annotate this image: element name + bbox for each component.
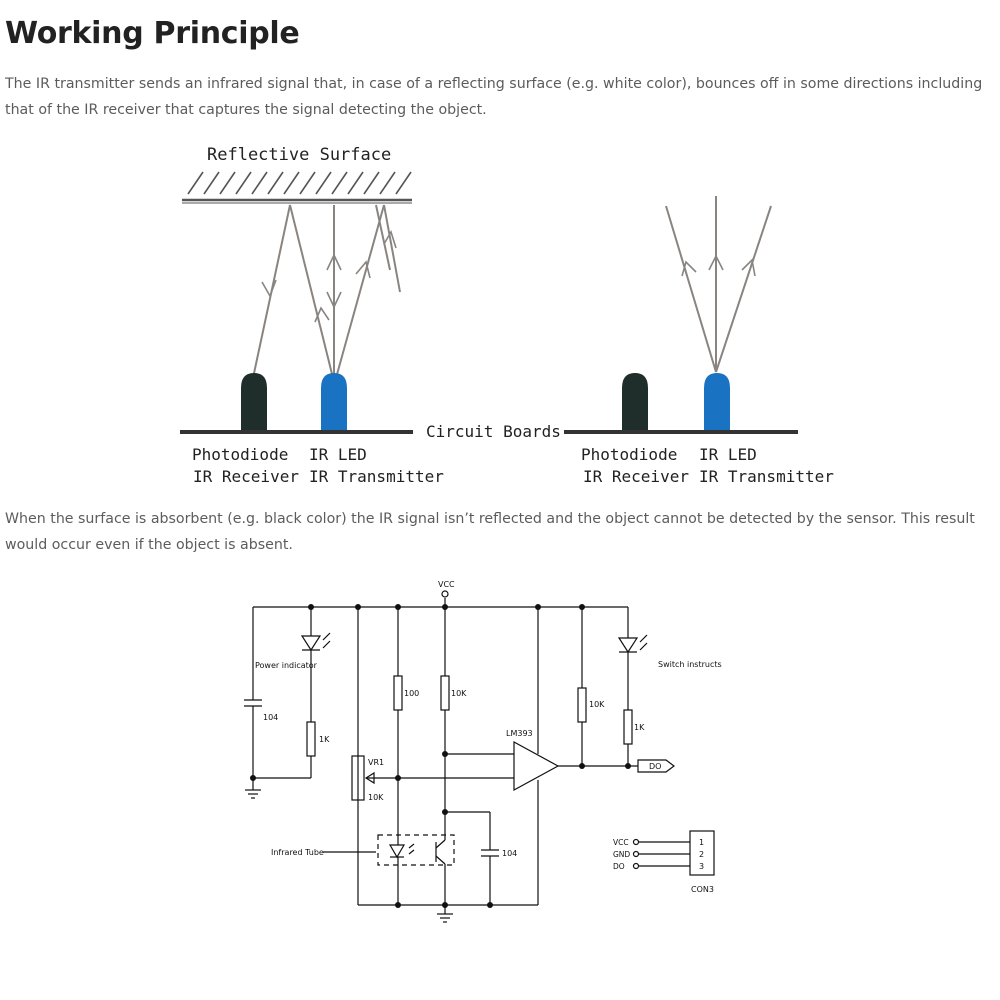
- vr1-value-label: 10K: [368, 793, 384, 802]
- left-receiver-label: IR Receiver: [193, 467, 299, 486]
- do-output-label: DO: [649, 762, 661, 771]
- right-transmitter-label: IR Transmitter: [699, 467, 834, 486]
- c1-label: 104: [263, 713, 278, 722]
- reflected-rays: [252, 204, 401, 379]
- page-title: Working Principle: [5, 16, 300, 51]
- junction-dots: [250, 604, 631, 908]
- circuit-boards-label: Circuit Boards: [426, 422, 561, 441]
- right-receiver-label: IR Receiver: [583, 467, 689, 486]
- intro-paragraph: The IR transmitter sends an infrared sig…: [5, 76, 983, 118]
- reflective-surface: [182, 171, 412, 204]
- r1-label: 1K: [319, 735, 330, 744]
- con-pin-gnd: GND: [613, 850, 630, 859]
- vr1-label: VR1: [368, 758, 384, 767]
- r3-label: 10K: [451, 689, 467, 698]
- r2-label: 100: [404, 689, 419, 698]
- surface-label: Reflective Surface: [207, 145, 391, 165]
- right-ir-led: [704, 373, 730, 430]
- right-ir-led-label: IR LED: [699, 445, 757, 464]
- con-pin-do: DO: [613, 862, 625, 871]
- left-photodiode-label: Photodiode: [192, 445, 288, 464]
- power-indicator-label: Power indicator: [255, 661, 318, 670]
- right-photodiode-label: Photodiode: [581, 445, 677, 464]
- con-pin-vcc: VCC: [613, 838, 629, 847]
- con-number-2: 2: [699, 850, 704, 859]
- emitted-rays: [665, 196, 772, 373]
- left-ir-led-label: IR LED: [309, 445, 367, 464]
- absorbent-paragraph: When the surface is absorbent (e.g. blac…: [5, 511, 975, 553]
- switch-instructs-label: Switch instructs: [658, 660, 722, 669]
- infrared-tube-label: Infrared Tube: [271, 848, 324, 857]
- circuit-schematic: VCC Power indicator 104 1K 100 10K VR1 1…: [244, 580, 722, 923]
- left-ir-led: [321, 373, 347, 430]
- con3-label: CON3: [691, 885, 714, 894]
- con-number-1: 1: [699, 838, 704, 847]
- c2-label: 104: [502, 849, 517, 858]
- vcc-label: VCC: [438, 580, 455, 589]
- reflection-diagram: Reflective Surface Ci: [180, 145, 834, 486]
- r4-label: 10K: [589, 700, 605, 709]
- right-photodiode: [622, 373, 648, 430]
- left-photodiode: [241, 373, 267, 430]
- left-transmitter-label: IR Transmitter: [309, 467, 444, 486]
- r5-label: 1K: [634, 723, 645, 732]
- con-number-3: 3: [699, 862, 704, 871]
- opamp-label: LM393: [506, 729, 533, 738]
